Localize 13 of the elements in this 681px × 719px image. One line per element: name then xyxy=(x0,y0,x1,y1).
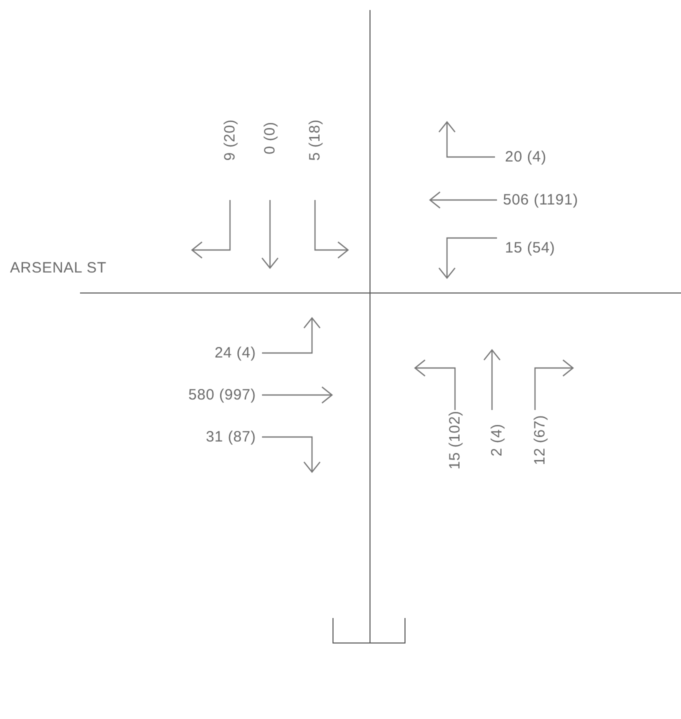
traffic-count: 506 (1191) xyxy=(503,192,578,208)
street-name: ARSENAL ST xyxy=(10,260,107,276)
traffic-count: 580 (997) xyxy=(188,388,256,402)
traffic-count: 0 (0) xyxy=(262,122,278,154)
traffic-count: 5 (18) xyxy=(308,119,322,161)
traffic-count: 15 (102) xyxy=(448,410,462,470)
traffic-count: 12 (67) xyxy=(532,414,548,466)
traffic-count: 24 (4) xyxy=(214,346,256,360)
traffic-count: 15 (54) xyxy=(505,240,556,256)
traffic-count: 31 (87) xyxy=(206,430,256,444)
traffic-count: 20 (4) xyxy=(505,150,546,164)
traffic-count: 2 (4) xyxy=(490,424,504,456)
traffic-count: 9 (20) xyxy=(222,119,238,161)
